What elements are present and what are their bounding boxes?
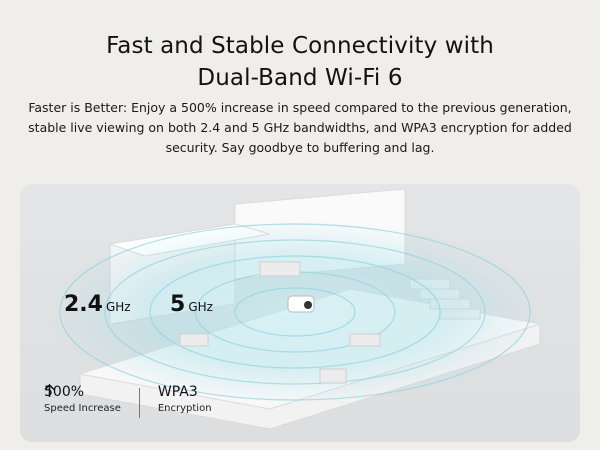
headline-line-1: Fast and Stable Connectivity with bbox=[106, 33, 494, 59]
stat-speed-label: Speed Increase bbox=[44, 403, 121, 414]
headline-line-2: Dual-Band Wi-Fi 6 bbox=[197, 65, 403, 91]
feature-stats: 500% Speed Increase WPA3 Encryption bbox=[44, 384, 212, 418]
description: Faster is Better: Enjoy a 500% increase … bbox=[28, 100, 572, 155]
band-unit: GHz bbox=[188, 300, 213, 314]
stat-divider bbox=[138, 388, 140, 418]
headline: Fast and Stable Connectivity with Dual-B… bbox=[0, 30, 600, 94]
stat-speed: 500% Speed Increase bbox=[44, 384, 121, 414]
stat-speed-value: 500% bbox=[44, 384, 85, 400]
stat-encryption-value: WPA3 bbox=[157, 384, 198, 400]
stat-encryption: WPA3 Encryption bbox=[158, 384, 212, 414]
stat-encryption-label: Encryption bbox=[157, 403, 212, 414]
band-value: 5 bbox=[170, 292, 186, 317]
house-wifi-illustration bbox=[45, 188, 545, 430]
band-unit: GHz bbox=[105, 300, 131, 314]
band-value: 2.4 bbox=[64, 292, 103, 317]
